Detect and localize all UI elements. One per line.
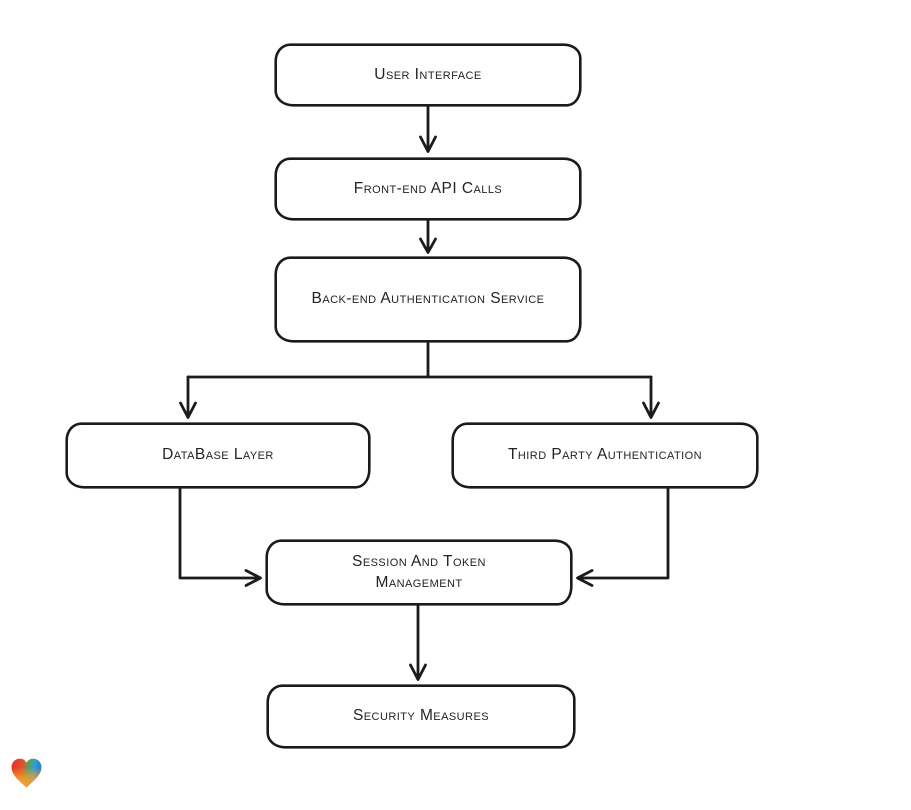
edge-database-to-session (178, 486, 260, 580)
arrowhead-down-icon (419, 237, 437, 254)
node-user-interface[interactable]: User Interface (275, 44, 581, 106)
arrowhead-right-icon (244, 569, 262, 587)
node-label: Security Measures (352, 707, 490, 725)
node-third-party-authentication[interactable]: Third Party Authentication (452, 423, 758, 488)
arrowhead-left-icon (576, 569, 594, 587)
node-database-layer[interactable]: DataBase Layer (66, 423, 370, 488)
node-front-end-api-calls[interactable]: Front-end API Calls (275, 158, 581, 220)
arrowhead-down-icon (419, 135, 437, 153)
node-label: User Interface (374, 65, 482, 83)
edge-thirdparty-to-session (578, 486, 670, 580)
node-label: Front-end API Calls (353, 179, 503, 197)
arrowhead-down-icon (409, 663, 427, 681)
edge-backend-branch (186, 340, 653, 379)
arrowhead-down-icon (642, 401, 660, 419)
node-back-end-authentication-service[interactable]: Back-end Authentication Service (275, 257, 581, 342)
gradient-heart-icon (11, 758, 42, 788)
node-security-measures[interactable]: Security Measures (267, 685, 575, 748)
arrowhead-down-icon (179, 401, 197, 419)
node-label: Back-end Authentication Service (311, 290, 545, 308)
node-session-and-token-management[interactable]: Session And Token Management (266, 540, 572, 605)
node-label: Session And Token Management (352, 552, 486, 591)
node-label: DataBase Layer (162, 446, 274, 464)
node-label: Third Party Authentication (507, 446, 703, 464)
